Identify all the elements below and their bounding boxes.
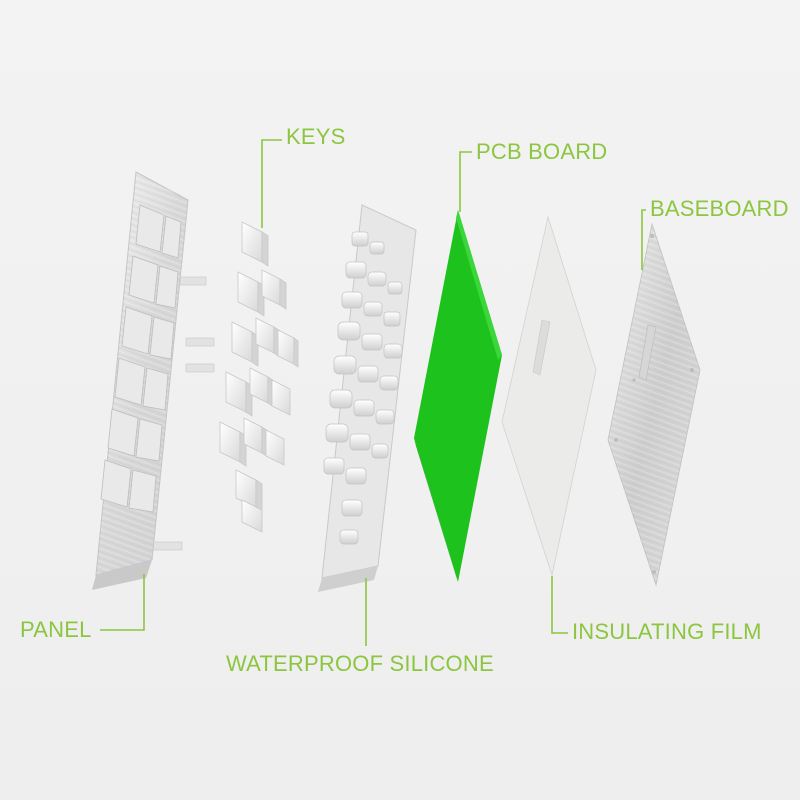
leader-lines: [100, 139, 646, 646]
insulating-film-label: INSULATING FILM: [572, 619, 762, 644]
insulating-film: [501, 215, 597, 577]
baseboard-leader: [641, 209, 646, 270]
baseboard-layer: [607, 222, 701, 587]
insulating-film-layer: [501, 215, 597, 577]
film-leader: [551, 576, 568, 634]
keys-layer: [219, 221, 299, 533]
film-slot: [532, 319, 551, 376]
keys-leader: [261, 139, 282, 228]
pcb-board-label: PCB BOARD: [476, 139, 608, 164]
panel-leader: [100, 574, 145, 631]
pcb-leader: [459, 151, 472, 212]
panel-key-openings: [100, 204, 182, 513]
panel-layer: [92, 171, 215, 590]
pcb-layer: [414, 210, 502, 582]
silicone-layer: [318, 204, 417, 592]
keys-label: KEYS: [286, 124, 346, 149]
waterproof-silicone-label: WATERPROOF SILICONE: [226, 651, 494, 676]
panel-label: PANEL: [20, 617, 92, 642]
baseboard-label: BASEBOARD: [650, 196, 789, 221]
pcb-board: [414, 210, 502, 582]
baseboard-screw-holes: [614, 234, 694, 574]
silicone-domes: [323, 231, 403, 545]
